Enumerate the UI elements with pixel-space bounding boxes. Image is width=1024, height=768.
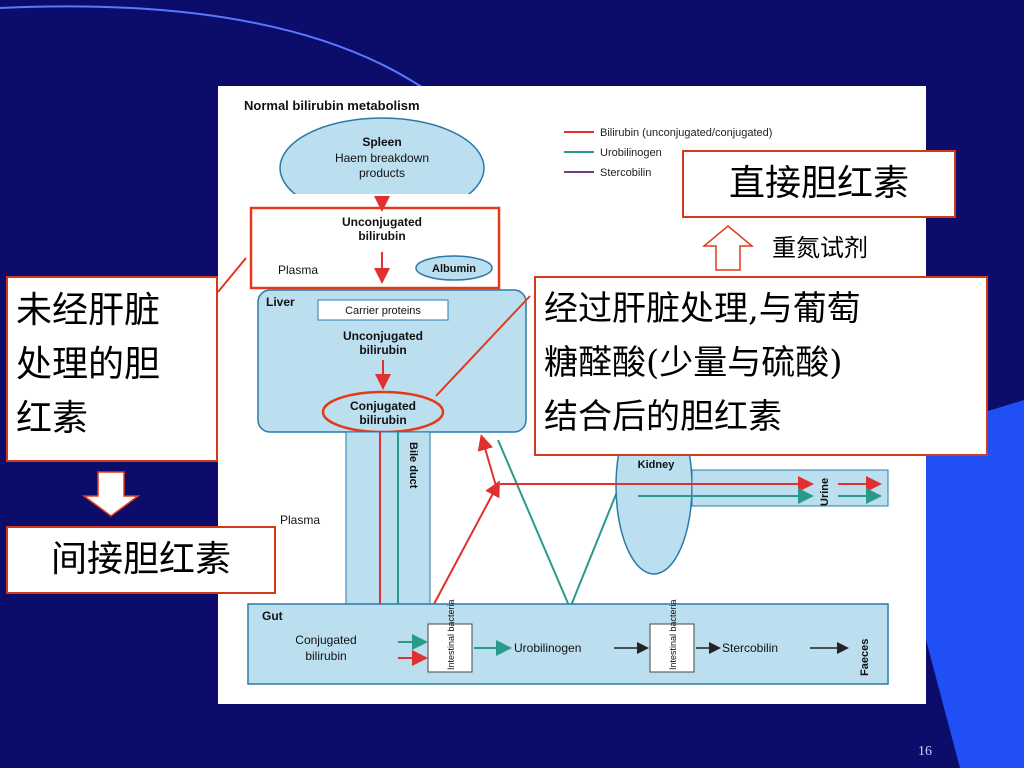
gut-label: Gut [262,609,283,623]
callout-indirect-bilirubin: 间接胆红素 [6,526,276,594]
legend-label-urobilinogen: Urobilinogen [600,147,662,159]
unprocessed-line2: 处理的胆 [16,344,161,385]
callout-direct-bilirubin: 直接胆红素 [682,150,956,218]
conjugated-desc-line1: 经过肝脏处理,与葡萄 [544,289,861,329]
unprocessed-line1: 未经肝脏 [16,290,161,331]
spleen-line1: Haem breakdown [335,151,429,165]
conjugated-desc-line2: 糖醛酸(少量与硫酸) [544,343,843,383]
spleen-line2: products [359,166,405,180]
unconj-liver-line1: Unconjugated [343,329,423,343]
legend: Bilirubin (unconjugated/conjugated) Urob… [564,127,772,179]
stercobilin-label: Stercobilin [722,641,778,655]
arrow-to-liver-red [477,434,497,487]
bile-duct-label: Bile duct [407,442,419,489]
intestinal-bacteria-box-2 [649,623,695,673]
intestinal-bacteria-box-1 [427,623,473,673]
conj-liver-line1: Conjugated [350,399,416,413]
background-blue-wedge [926,400,1024,768]
unconj-liver-line2: bilirubin [359,343,406,357]
legend-label-bilirubin: Bilirubin (unconjugated/conjugated) [600,127,772,139]
plasma-mid-label: Plasma [280,513,320,527]
slide-number: 16 [918,744,932,759]
unconj-highlight-box [249,206,501,290]
plasma-top-label: Plasma [278,263,318,277]
down-arrow-icon [82,471,140,517]
albumin-label: Albumin [432,263,476,275]
up-arrow-icon [702,225,754,271]
urine-label: Urine [819,478,831,506]
urobilinogen-label: Urobilinogen [514,641,581,655]
unprocessed-line3: 红素 [16,398,89,439]
albumin-ellipse [415,255,493,281]
diazo-reagent-label: 重氮试剂 [772,234,868,262]
kidney-label: Kidney [638,459,676,471]
direct-bilirubin-text: 直接胆红素 [728,163,909,204]
conj-liver-line2: bilirubin [359,413,406,427]
spleen-title: Spleen [362,135,401,149]
unconj-top-line1: Unconjugated [342,215,422,229]
background-arc [0,5,441,101]
indirect-bilirubin-text: 间接胆红素 [50,539,231,580]
liver-label: Liver [266,295,295,309]
gut-conj-line1: Conjugated [295,633,356,647]
carrier-label: Carrier proteins [345,305,421,317]
faeces-label: Faeces [859,639,871,676]
intestinal-bacteria-label-2: Intestinal bacteria [668,599,678,670]
unconj-top-line2: bilirubin [358,229,405,243]
callout-conjugated-description: 经过肝脏处理,与葡萄 糖醛酸(少量与硫酸) 结合后的胆红素 [534,276,988,456]
legend-label-stercobilin: Stercobilin [600,167,651,179]
urine-channel [691,469,889,507]
callout-unprocessed: 未经肝脏 处理的胆 红素 [6,276,218,462]
bile-duct-column [345,431,431,605]
gut-conj-line2: bilirubin [305,649,346,663]
intestinal-bacteria-label-1: Intestinal bacteria [446,599,456,670]
figure-title: Normal bilirubin metabolism [244,98,420,113]
conjugated-desc-line3: 结合后的胆红素 [544,397,782,437]
gut-box [247,603,889,685]
